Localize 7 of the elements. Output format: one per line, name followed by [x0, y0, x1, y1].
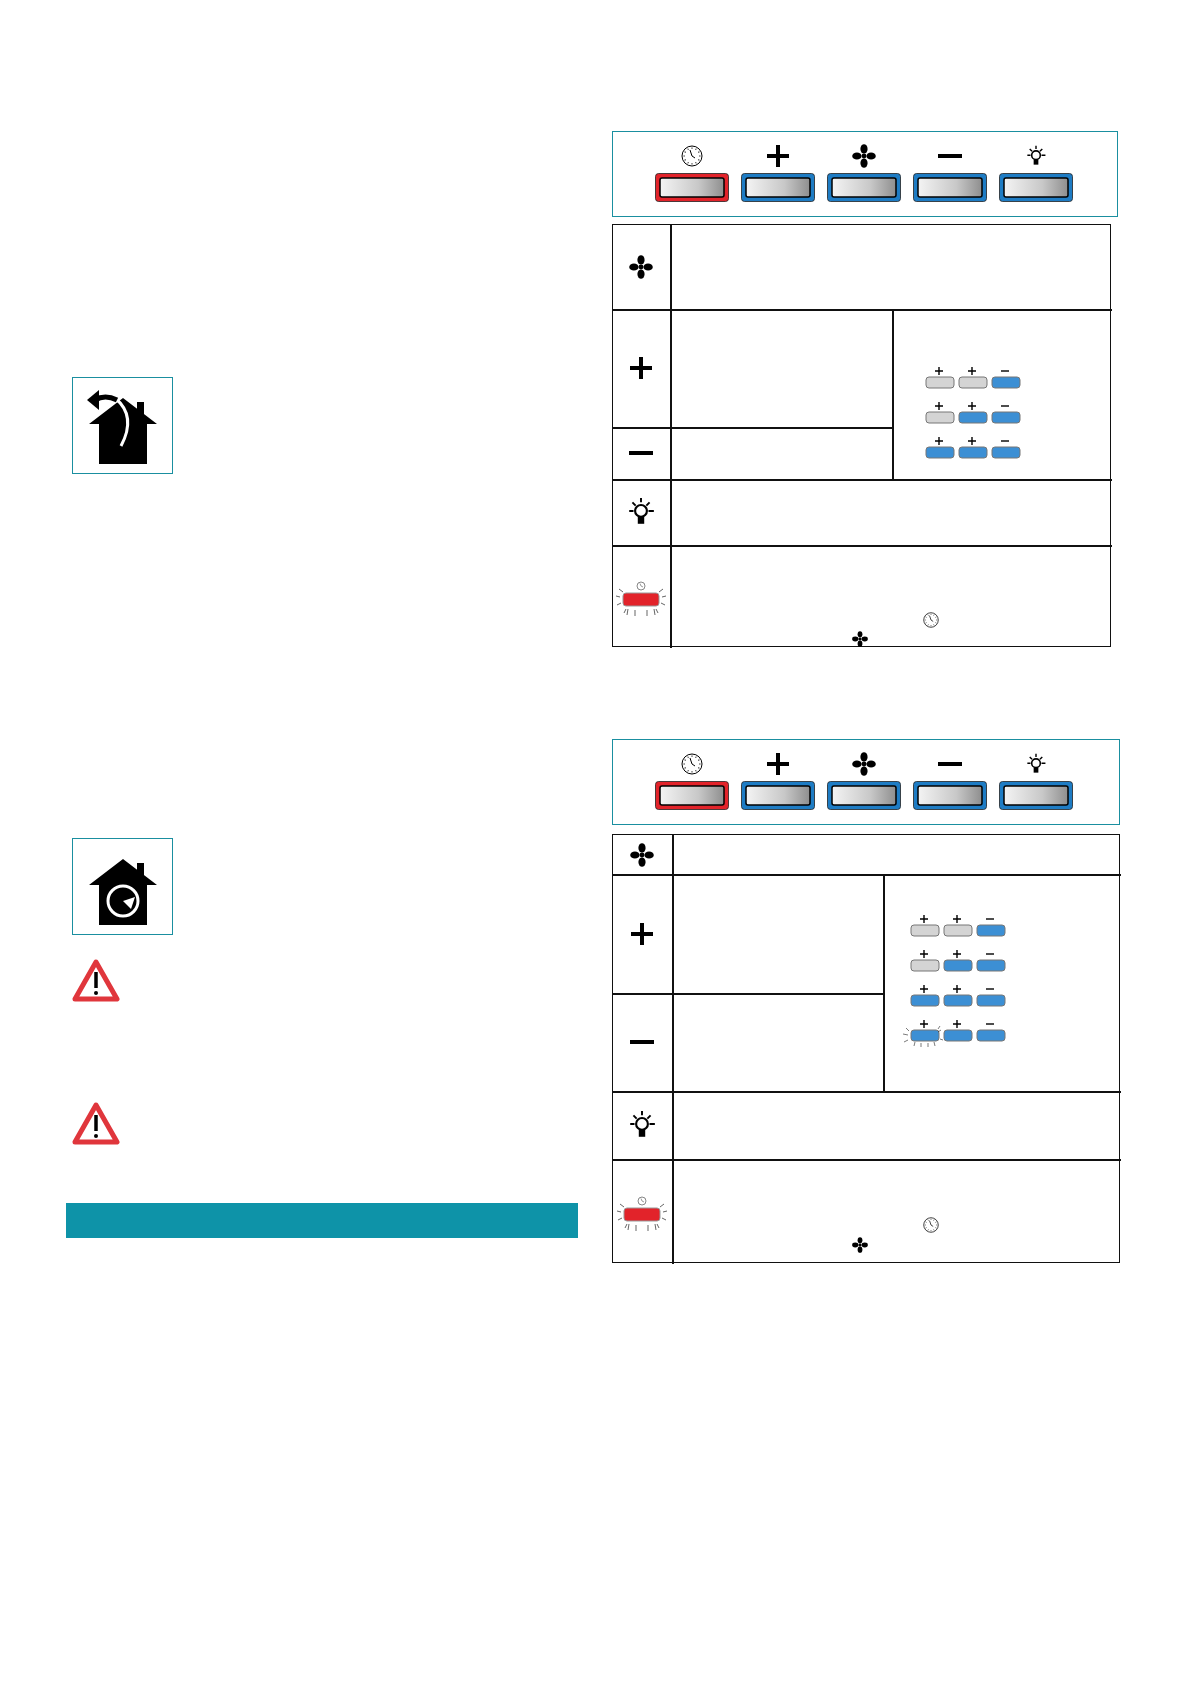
heading-band — [66, 1203, 578, 1238]
icon-frame — [72, 838, 173, 935]
control-panel — [612, 739, 1120, 825]
icon-frame — [72, 377, 173, 474]
control-panel — [612, 131, 1118, 217]
function-table — [612, 224, 1111, 647]
function-table — [612, 834, 1120, 1263]
